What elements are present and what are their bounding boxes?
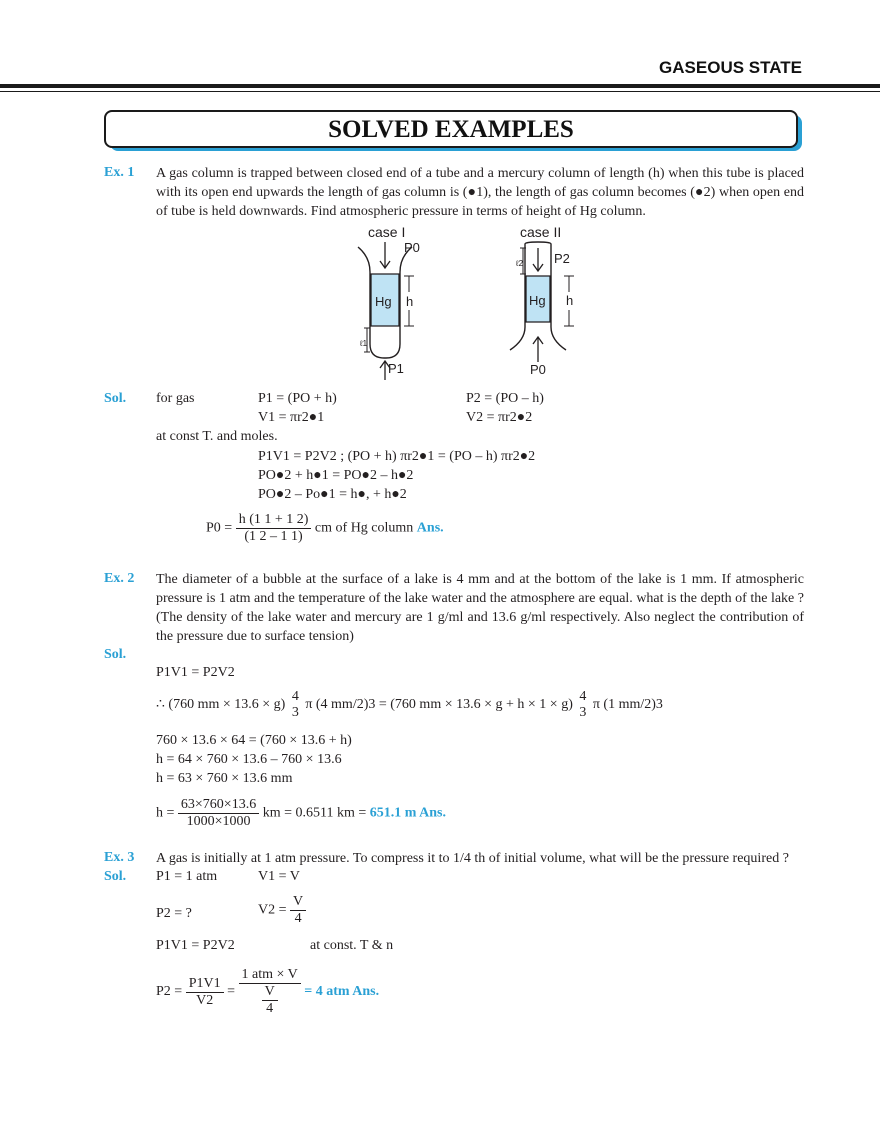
case1-label: case I xyxy=(368,224,405,240)
ex1-line3: PO●2 – Po●1 = h●, + h●2 xyxy=(258,487,407,502)
case1-hg: Hg xyxy=(375,294,392,309)
ex2-line4: h = 64 × 760 × 13.6 – 760 × 13.6 xyxy=(156,752,342,767)
ex3-v2-lhs: V2 = xyxy=(258,902,287,918)
section-banner: SOLVED EXAMPLES xyxy=(104,110,798,148)
ex2-sol-label: Sol. xyxy=(104,647,127,662)
case1-h: h xyxy=(406,294,413,309)
ex2-question: The diameter of a bubble at the surface … xyxy=(156,572,804,644)
ex2-h-rest: km = 0.6511 km = xyxy=(262,805,367,821)
ex3-label: Ex. 3 xyxy=(104,850,135,865)
ex3-f1-den: V2 xyxy=(196,992,214,1008)
case2-hg: Hg xyxy=(529,293,546,308)
ex2-line5: h = 63 × 760 × 13.6 mm xyxy=(156,771,293,786)
ex3-v2-den: 4 xyxy=(294,911,302,926)
ex2-h-den: 1000×1000 xyxy=(186,814,251,829)
case2-l2: ℓ2 xyxy=(515,259,524,268)
ex3-cond: at const. T & n xyxy=(310,938,394,953)
ex3-f2-inner: V 4 xyxy=(261,984,278,1017)
ex1-result-num: h (1 1 + 1 2) xyxy=(235,512,312,529)
ex2-line2-c: π (1 mm/2)3 xyxy=(592,697,663,713)
header-rule-thick xyxy=(0,84,880,88)
ex1-p2-eq: P2 = (PO – h) xyxy=(466,391,544,406)
ex1-const: at const T. and moles. xyxy=(156,429,278,444)
ex3-p2-lhs: P2 = xyxy=(156,984,183,1000)
ex1-v1-eq: V1 = πr2●1 xyxy=(258,410,325,425)
ex3-f2-inner-num: V xyxy=(261,984,278,1001)
ex2-frac2: 4 3 xyxy=(576,689,589,721)
header-rule-thin xyxy=(0,91,880,92)
ex2-frac2-num: 4 xyxy=(579,689,587,704)
ex2-ans: 651.1 m Ans. xyxy=(369,805,446,821)
ex3-eq-sign: = xyxy=(227,984,235,1000)
ex1-sol-label: Sol. xyxy=(104,391,127,406)
ex2-frac2-den: 3 xyxy=(579,705,587,720)
case1-l1: ℓ1 xyxy=(359,339,368,348)
ex3-f2-num: 1 atm × V xyxy=(238,967,301,984)
ex1-label: Ex. 1 xyxy=(104,165,135,180)
ex2-line2-a: ∴ (760 mm × 13.6 × g) xyxy=(156,697,286,713)
ex1-v2-eq: V2 = πr2●2 xyxy=(466,410,533,425)
case2-p2: P2 xyxy=(554,251,570,266)
ex2-line1: P1V1 = P2V2 xyxy=(156,665,235,680)
ex2-h-num: 63×760×13.6 xyxy=(177,797,260,814)
ex1-question: A gas column is trapped between closed e… xyxy=(156,166,804,219)
ex1-line2: PO●2 + h●1 = PO●2 – h●2 xyxy=(258,468,414,483)
ex2-frac1-den: 3 xyxy=(291,705,299,720)
ex3-v1: V1 = V xyxy=(258,869,300,884)
ex3-v2-num: V xyxy=(290,894,307,911)
ex1-for-gas: for gas xyxy=(156,391,195,406)
ex1-result-unit: cm of Hg column xyxy=(314,520,414,536)
ex3-final: P2 = P1V1 V2 = 1 atm × V V 4 = 4 atm Ans… xyxy=(156,967,379,1017)
ex3-ans: = 4 atm Ans. xyxy=(304,984,380,1000)
ex2-frac1: 4 3 xyxy=(289,689,302,721)
ex2-line2: ∴ (760 mm × 13.6 × g) 4 3 π (4 mm/2)3 = … xyxy=(156,689,663,721)
ex3-f1-num: P1V1 xyxy=(185,976,224,993)
ex1-result: P0 = h (1 1 + 1 2) (1 2 – 1 1) cm of Hg … xyxy=(206,512,444,545)
ex3-eq: P1V1 = P2V2 xyxy=(156,938,235,953)
case1-p1: P1 xyxy=(388,361,404,376)
chapter-title: GASEOUS STATE xyxy=(659,58,802,77)
ex3-v2: V2 = V 4 xyxy=(258,894,307,927)
ex3-v2-fraction: V 4 xyxy=(290,894,307,927)
ex3-f2-den: V 4 xyxy=(239,984,301,1017)
ex2-line3: 760 × 13.6 × 64 = (760 × 13.6 + h) xyxy=(156,733,352,748)
case2-label: case II xyxy=(520,224,561,240)
ex2-frac1-num: 4 xyxy=(291,689,299,704)
ex1-result-lhs: P0 = xyxy=(206,520,233,536)
ex3-p2: P2 = ? xyxy=(156,906,192,921)
tube-diagram: case I P0 Hg h ℓ1 P1 case II Hg h ℓ2 P2 … xyxy=(357,224,574,380)
case2-p0: P0 xyxy=(530,362,546,377)
ex3-question: A gas is initially at 1 atm pressure. To… xyxy=(156,851,789,866)
ex2-h-lhs: h = xyxy=(156,805,175,821)
ex2-depth: h = 63×760×13.6 1000×1000 km = 0.6511 km… xyxy=(156,797,446,830)
ex2-label: Ex. 2 xyxy=(104,571,135,586)
ex1-line1: P1V1 = P2V2 ; (PO + h) πr2●1 = (PO – h) … xyxy=(258,449,536,464)
ex3-sol-label: Sol. xyxy=(104,869,127,884)
ex1-result-fraction: h (1 1 + 1 2) (1 2 – 1 1) xyxy=(235,512,312,545)
ex3-p1: P1 = 1 atm xyxy=(156,869,218,884)
case2-h: h xyxy=(566,293,573,308)
ex1-result-den: (1 2 – 1 1) xyxy=(244,529,303,544)
ex3-f2: 1 atm × V V 4 xyxy=(238,967,301,1017)
ex3-f1: P1V1 V2 xyxy=(185,976,224,1009)
ex1-p1-eq: P1 = (PO + h) xyxy=(258,391,337,406)
ex2-line2-b: π (4 mm/2)3 = (760 mm × 13.6 × g + h × 1… xyxy=(305,697,573,713)
ex3-f2-inner-den: 4 xyxy=(266,1001,274,1016)
ex1-ans: Ans. xyxy=(416,520,444,536)
ex2-h-fraction: 63×760×13.6 1000×1000 xyxy=(177,797,260,830)
